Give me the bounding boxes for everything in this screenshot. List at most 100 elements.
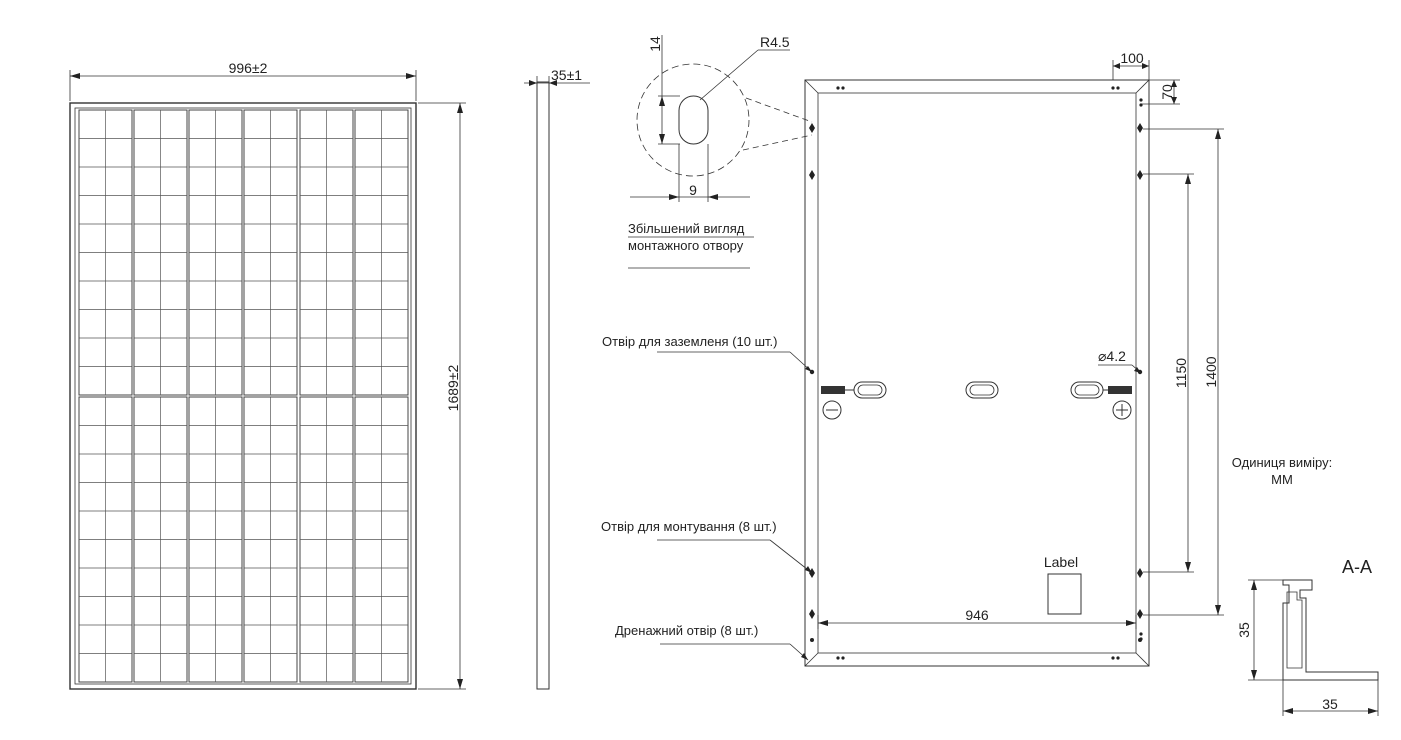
detail-caption-line1: Збільшений вигляд <box>628 221 745 236</box>
drain-hole <box>1139 98 1143 102</box>
arrow <box>529 80 537 86</box>
arrow <box>1283 708 1293 714</box>
side-view: 35±1 <box>524 67 590 690</box>
corner-line <box>1135 652 1150 667</box>
slot-width-label: 9 <box>689 182 697 198</box>
mounting-leader <box>769 539 813 574</box>
arrow <box>708 194 718 200</box>
drain-hole <box>841 86 845 90</box>
arrow <box>1113 63 1120 69</box>
mounting-hole <box>1137 123 1143 133</box>
frame-holes <box>809 86 1143 660</box>
mounting-hole <box>809 609 815 619</box>
drain-hole <box>1111 86 1115 90</box>
minus-icon <box>822 400 842 420</box>
callouts: Отвір для заземленя (10 шт.) Отвір для м… <box>601 334 813 661</box>
grounding-hole-callout: Отвір для заземленя (10 шт.) <box>602 334 777 349</box>
drain-hole <box>1139 637 1143 641</box>
junction-box-right <box>1070 381 1104 399</box>
front-frame-inner <box>74 107 412 685</box>
front-height-label: 1689±2 <box>445 364 461 411</box>
front-width-label: 996±2 <box>229 60 268 76</box>
rear-view: Label 100 70 1400 1150 94 <box>804 50 1224 667</box>
mounting-hole <box>809 123 815 133</box>
arrow <box>659 96 665 106</box>
mounting-hole <box>1137 609 1143 619</box>
hole-diameter-label: ⌀4.2 <box>1098 348 1126 364</box>
drain-hole <box>1116 656 1120 660</box>
drain-hole <box>1139 632 1143 636</box>
side-profile <box>536 81 550 690</box>
mounting-hole-callout: Отвір для монтування (8 шт.) <box>601 519 777 534</box>
frame-profile <box>1282 579 1379 681</box>
arrow <box>1126 620 1136 626</box>
units-line1: Одиниця виміру: <box>1232 455 1332 470</box>
section-title: A-A <box>1342 557 1372 577</box>
drain-hole <box>841 656 845 660</box>
arrow <box>805 566 812 573</box>
section-a-a: A-A 35 35 <box>1236 557 1379 716</box>
arrow <box>1142 63 1149 69</box>
arrow <box>70 73 80 79</box>
connector-right <box>1108 386 1132 394</box>
dim1150-label: 1150 <box>1173 358 1189 388</box>
arrow <box>1215 605 1221 615</box>
radius-leader <box>699 49 759 101</box>
radius-label: R4.5 <box>760 34 790 50</box>
arrow <box>549 80 557 86</box>
grounding-hole <box>810 638 814 642</box>
mounting-hole <box>1137 568 1143 578</box>
junction-box-left-inner <box>857 384 883 396</box>
slot-height-label: 14 <box>647 36 663 52</box>
arrow <box>457 103 463 113</box>
rear-frame-outer <box>804 79 1150 667</box>
detail-caption-line2: монтажного отвору <box>628 238 744 253</box>
detail-circle <box>636 63 750 177</box>
mounting-hole-detail: R4.5 14 9 Збільшений вигляд монтажного о… <box>628 34 813 269</box>
junction-box-right-inner <box>1074 384 1100 396</box>
rear-frame-inner <box>817 92 1137 654</box>
frame-profile-inner <box>1286 591 1303 669</box>
arrow <box>1215 129 1221 139</box>
arrow <box>1171 80 1177 87</box>
arrow <box>1134 367 1141 373</box>
connector-left <box>821 386 845 394</box>
arrow <box>1251 670 1257 680</box>
arrow <box>1368 708 1378 714</box>
dim100-label: 100 <box>1120 50 1144 66</box>
corner-line <box>804 652 819 667</box>
label-box-text: Label <box>1044 554 1078 570</box>
dim946-label: 946 <box>965 607 989 623</box>
drain-hole <box>1139 103 1143 107</box>
arrow <box>1251 580 1257 590</box>
drain-hole <box>1111 656 1115 660</box>
dim70-label: 70 <box>1159 84 1175 100</box>
arrow <box>669 194 679 200</box>
mounting-hole <box>809 170 815 180</box>
arrow <box>805 366 812 372</box>
units-line2: MM <box>1271 472 1293 487</box>
label-box <box>1047 573 1082 615</box>
corner-line <box>804 79 819 94</box>
arrow <box>818 620 828 626</box>
junction-box-center-inner <box>969 384 995 396</box>
drain-hole-callout: Дренажний отвір (8 шт.) <box>615 623 758 638</box>
arrow <box>659 134 665 144</box>
arrow <box>1185 174 1191 184</box>
arrow <box>457 679 463 689</box>
detail-leader-bottom <box>742 134 813 151</box>
side-thickness-label: 35±1 <box>551 67 582 83</box>
drain-hole <box>1116 86 1120 90</box>
section-width-label: 35 <box>1322 696 1338 712</box>
junction-box-left <box>853 381 887 399</box>
drain-hole <box>836 656 840 660</box>
junction-box-center <box>965 381 999 399</box>
arrow <box>1185 562 1191 572</box>
plus-icon <box>1112 400 1132 420</box>
front-view: 996±2 1689±2 <box>69 60 466 690</box>
arrow <box>801 653 808 660</box>
section-height-label: 35 <box>1236 622 1252 638</box>
arrow <box>1171 97 1177 104</box>
mounting-hole <box>1137 170 1143 180</box>
